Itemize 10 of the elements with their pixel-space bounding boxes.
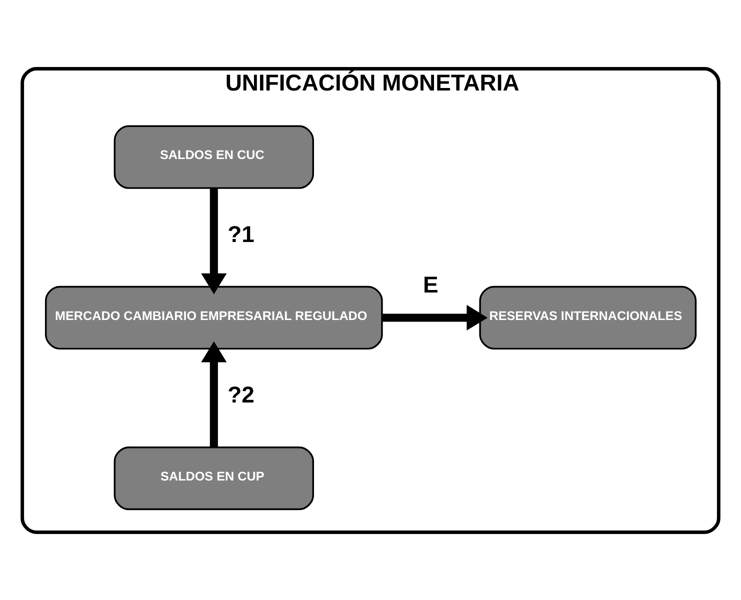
- edge-label: ?2: [228, 381, 254, 408]
- arrow: [201, 340, 227, 447]
- arrow: [382, 304, 488, 330]
- node-box: MERCADO CAMBIARIO EMPRESARIAL REGULADO: [44, 285, 383, 350]
- node-box: SALDOS EN CUP: [114, 446, 314, 510]
- node-box: SALDOS EN CUC: [114, 124, 314, 188]
- edge-label: E: [422, 270, 438, 297]
- arrow: [201, 188, 227, 294]
- edge-label: ?1: [228, 220, 254, 246]
- node-box: RESERVAS INTERNACIONALES: [479, 285, 697, 350]
